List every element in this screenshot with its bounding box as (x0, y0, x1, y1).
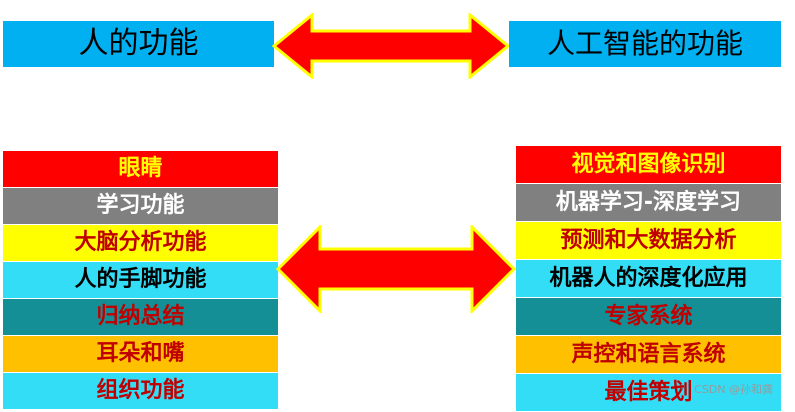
human-function-item: 学习功能 (3, 188, 278, 225)
human-function-item: 组织功能 (3, 373, 278, 410)
ai-function-header: 人工智能的功能 (509, 21, 781, 67)
double-arrow-icon (272, 13, 510, 79)
double-arrow-icon (276, 225, 516, 313)
ai-function-item: 最佳策划 (516, 374, 781, 412)
human-function-item: 大脑分析功能 (3, 225, 278, 262)
human-function-item: 眼睛 (3, 151, 278, 188)
human-function-item: 人的手脚功能 (3, 262, 278, 299)
ai-function-item: 预测和大数据分析 (516, 222, 781, 260)
ai-function-item: 专家系统 (516, 298, 781, 336)
human-function-list: 眼睛学习功能大脑分析功能人的手脚功能归纳总结耳朵和嘴组织功能 (3, 151, 278, 410)
ai-function-item: 视觉和图像识别 (516, 146, 781, 184)
ai-function-item: 声控和语言系统 (516, 336, 781, 374)
human-function-item: 归纳总结 (3, 299, 278, 336)
watermark: CSDN @孙和龚 (694, 383, 773, 396)
human-function-header: 人的功能 (3, 21, 274, 67)
human-function-item: 耳朵和嘴 (3, 336, 278, 373)
ai-function-item: 机器人的深度化应用 (516, 260, 781, 298)
ai-function-list: 视觉和图像识别机器学习-深度学习预测和大数据分析机器人的深度化应用专家系统声控和… (516, 146, 781, 412)
ai-function-item: 机器学习-深度学习 (516, 184, 781, 222)
